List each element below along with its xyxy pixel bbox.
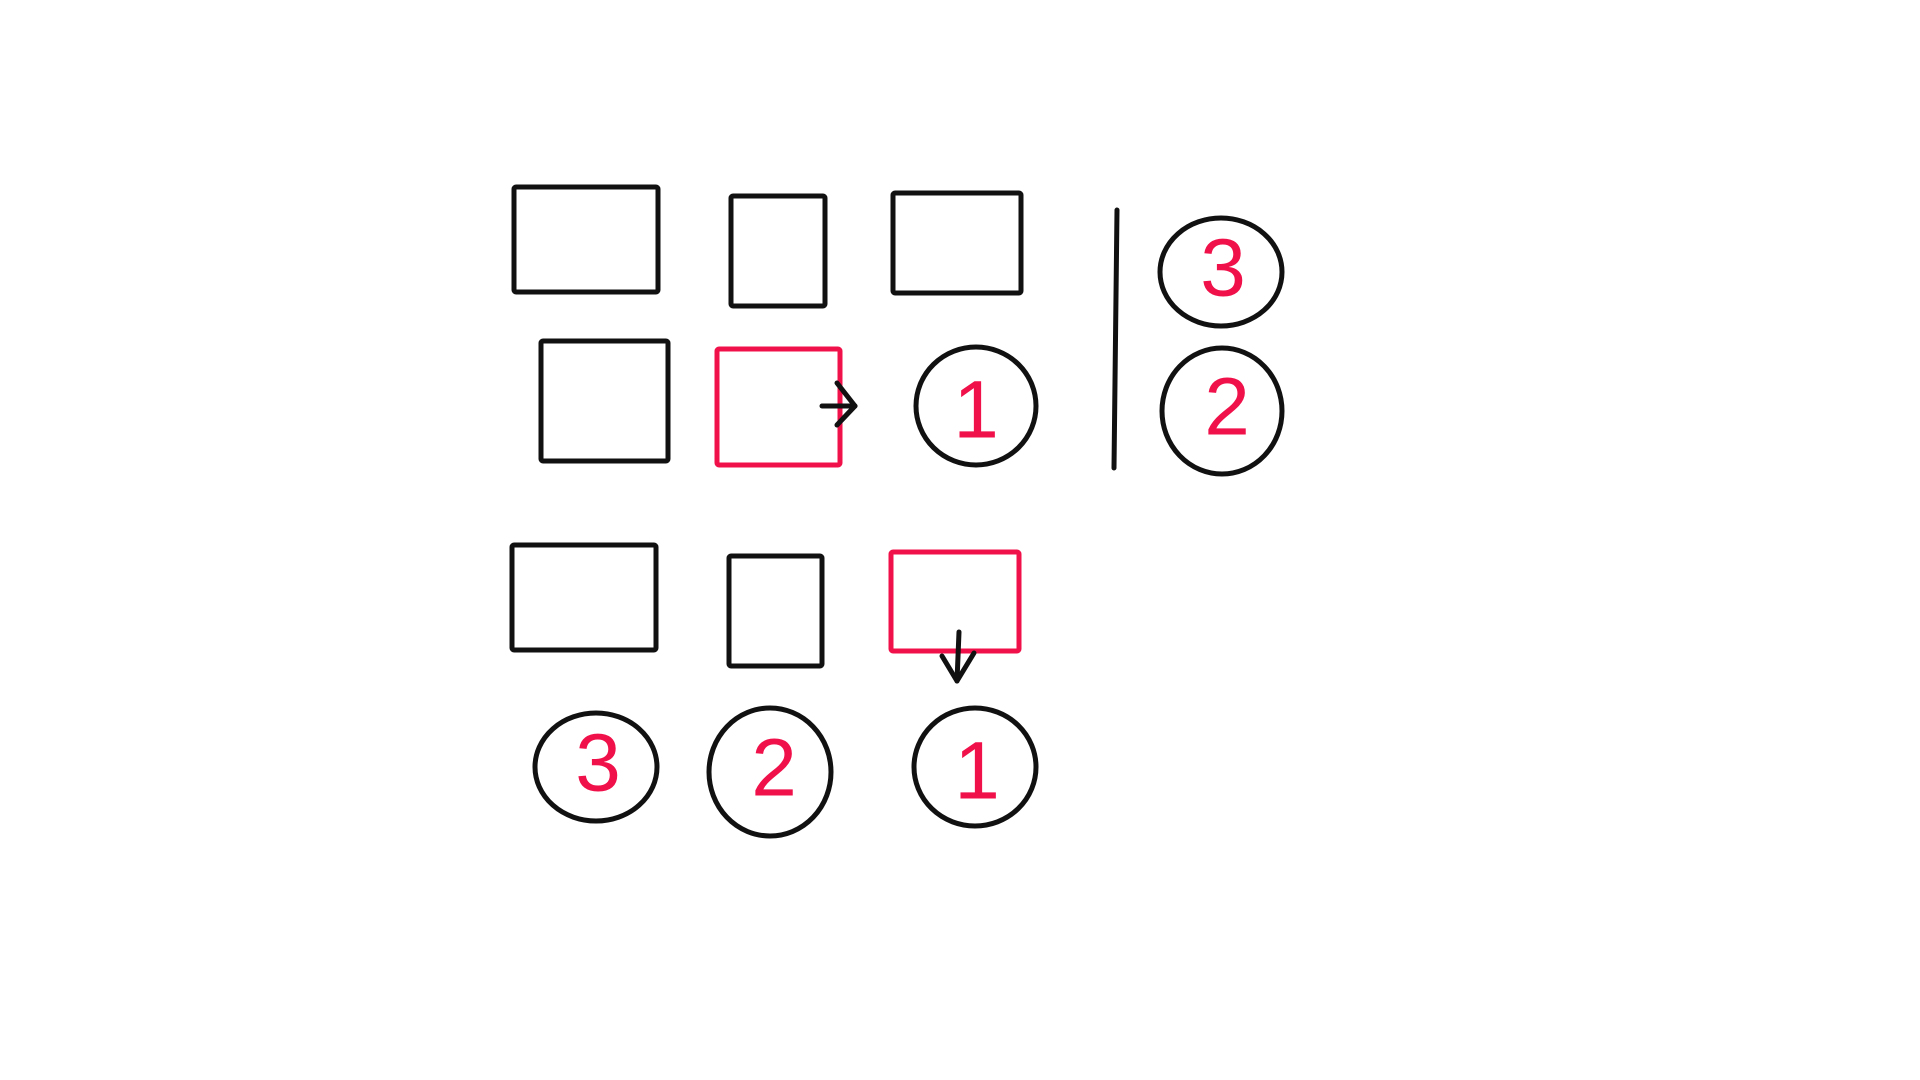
- box-bottom-col2: [726, 553, 825, 669]
- box-bottom-col1: [509, 542, 659, 653]
- circle-label: 2: [751, 723, 797, 814]
- box-top-row1-col3: [890, 190, 1024, 296]
- highlighted-box-bottom: [888, 549, 1022, 654]
- circle-node-bottom-2: 2: [706, 705, 834, 839]
- circle-node-bottom-3: 3: [532, 710, 660, 824]
- circle-node-right-2: 2: [1159, 345, 1285, 477]
- box-top-row2-col1: [538, 338, 671, 464]
- circle-label: 3: [575, 718, 621, 809]
- arrow-down-icon: [939, 629, 977, 684]
- box-top-row1-col2: [728, 193, 828, 309]
- circle-label: 1: [953, 365, 999, 456]
- circle-label: 2: [1204, 362, 1250, 453]
- circle-label: 1: [954, 726, 1000, 817]
- box-top-row1-col1: [511, 184, 661, 295]
- circle-label: 3: [1200, 223, 1246, 314]
- circle-node-top-1: 1: [913, 344, 1039, 468]
- vertical-divider: [1111, 207, 1120, 471]
- circle-node-bottom-1: 1: [911, 705, 1039, 829]
- arrow-right-icon: [819, 380, 858, 428]
- circle-node-right-3: 3: [1157, 215, 1285, 329]
